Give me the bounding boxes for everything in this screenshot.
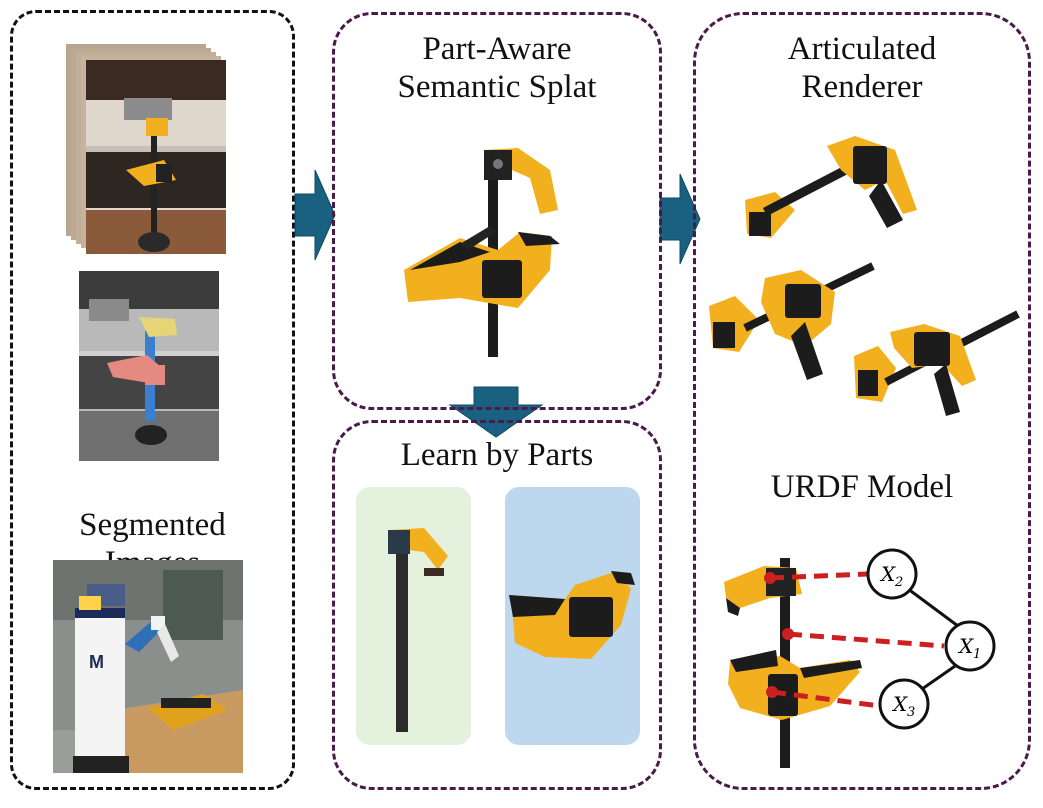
- node-x2: X 2: [866, 548, 918, 600]
- right-arrow-to-renderer: [659, 173, 701, 265]
- robot-photo: M: [53, 560, 243, 773]
- svg-text:X: X: [891, 692, 908, 716]
- rendered-clamp-pose-1: [745, 136, 917, 238]
- kitchen-photo-stack: [66, 44, 226, 254]
- segmented-images-panel: [10, 10, 295, 790]
- urdf-clamp-image: [724, 558, 862, 768]
- articulated-renderer-title-line1: Articulated: [787, 31, 937, 67]
- segmented-mask-photo: [79, 271, 219, 461]
- svg-text:X: X: [879, 562, 896, 586]
- node-x1: X 1: [944, 620, 996, 672]
- learn-by-parts-title: Learn by Parts: [332, 436, 662, 474]
- articulated-renderer-title: Articulated Renderer: [693, 30, 1031, 106]
- kitchen-photo-stack-graphic: [66, 44, 226, 254]
- svg-text:1: 1: [973, 647, 981, 662]
- semantic-splat-panel: [332, 12, 662, 410]
- part-handle-render: [509, 571, 635, 659]
- urdf-model-title: URDF Model: [693, 468, 1031, 506]
- link-x3: [771, 689, 881, 709]
- svg-text:X: X: [957, 634, 974, 658]
- learn-by-parts-label: Learn by Parts: [400, 437, 594, 473]
- semantic-splat-title-line2: Semantic Splat: [397, 69, 597, 105]
- link-x1: [787, 631, 945, 649]
- svg-text:2: 2: [894, 575, 903, 590]
- svg-text:3: 3: [907, 705, 915, 720]
- urdf-graph: X 2 X 1 X 3: [724, 548, 996, 768]
- rendered-clamp-pose-2: [709, 262, 875, 380]
- semantic-splat-title: Part-Aware Semantic Splat: [332, 30, 662, 106]
- svg-text:M: M: [89, 652, 104, 672]
- articulated-renderer-title-line2: Renderer: [801, 69, 923, 105]
- link-x2: [769, 571, 869, 581]
- robot-photo-graphic: M: [53, 560, 243, 773]
- part-bar-render: [388, 528, 448, 732]
- segmented-mask-graphic: [79, 271, 219, 461]
- learn-by-parts-panel: [332, 420, 662, 790]
- node-x3: X 3: [878, 678, 930, 730]
- urdf-model-label: URDF Model: [770, 469, 954, 505]
- rendered-clamp-pose-3: [854, 310, 1020, 416]
- semantic-splat-title-line1: Part-Aware: [422, 31, 572, 67]
- right-arrow-to-splat: [294, 169, 336, 261]
- articulated-renderer-panel: [693, 12, 1031, 790]
- splat-clamp-render: [404, 148, 560, 357]
